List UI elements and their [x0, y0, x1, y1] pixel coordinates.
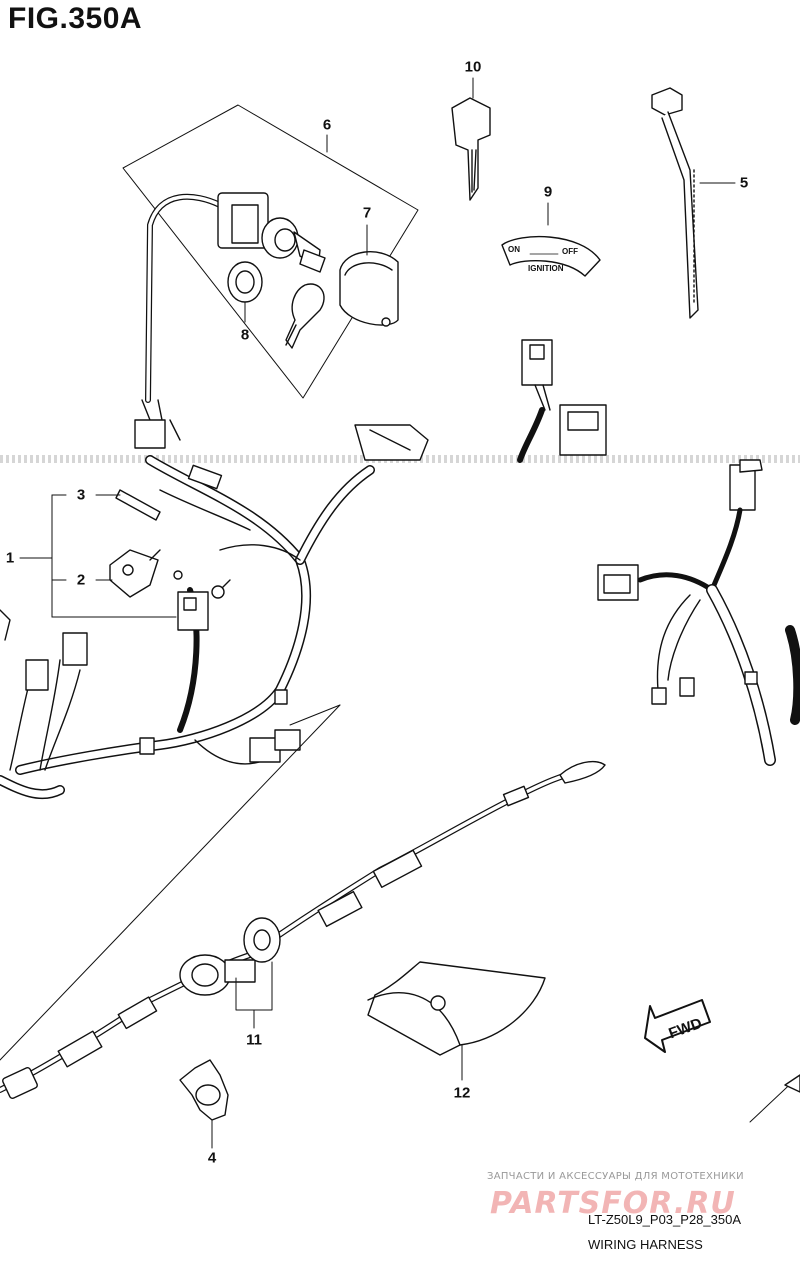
callout-12: 12: [453, 1084, 471, 1102]
fuse-holder: [109, 549, 161, 598]
main-wiring-harness: [0, 455, 375, 800]
edge-connector-right: [739, 459, 763, 473]
harness-clamp: [179, 1059, 229, 1149]
cable-tie: [651, 87, 736, 319]
right-harness: [597, 464, 800, 766]
ignition-switch: [145, 192, 326, 403]
switch-cap: [339, 251, 399, 327]
callout-6: 6: [322, 116, 332, 134]
watermark-logo: PARTSFOR.RU: [490, 1186, 736, 1221]
ignition-switch-assembly-box: [122, 104, 419, 399]
callout-3: 3: [76, 486, 86, 504]
callout-11: 11: [246, 1031, 262, 1049]
protective-sheet: [367, 961, 546, 1081]
sensor-lead: [0, 760, 606, 1100]
label-ignition-text: IGNITION: [528, 264, 564, 273]
callout-8: 8: [240, 326, 250, 344]
ignition-key: [451, 77, 491, 201]
callout-10: 10: [464, 58, 482, 76]
label-off-text: OFF: [562, 247, 578, 256]
callout-1: 1: [5, 549, 15, 567]
watermark-tagline: ЗАПЧАСТИ И АКСЕССУАРЫ ДЛЯ МОТОТЕХНИКИ: [487, 1171, 744, 1182]
callout-7: 7: [362, 204, 372, 222]
diagram-code: LT-Z50L9_P03_P28_350A: [588, 1212, 741, 1227]
fuse: [115, 489, 161, 521]
callout-9: 9: [543, 183, 553, 201]
ignition-lead-connector: [134, 399, 181, 449]
callout-5: 5: [739, 174, 749, 192]
figure-title: FIG.350A: [8, 2, 143, 35]
harness-connectors: [0, 570, 301, 763]
lock-nut: [227, 261, 263, 303]
forward-arrow-icon: [644, 999, 711, 1053]
ignition-key-inside-box: [285, 283, 325, 349]
ignition-label-plate: [501, 202, 601, 277]
diagram-caption: WIRING HARNESS: [588, 1237, 703, 1252]
callout-1-bracket: [19, 494, 177, 618]
upper-right-connectors: [517, 339, 607, 463]
label-on-text: ON: [508, 245, 520, 254]
callout-2: 2: [76, 571, 86, 589]
top-center-connector: [354, 424, 429, 461]
callout-4: 4: [207, 1149, 217, 1167]
